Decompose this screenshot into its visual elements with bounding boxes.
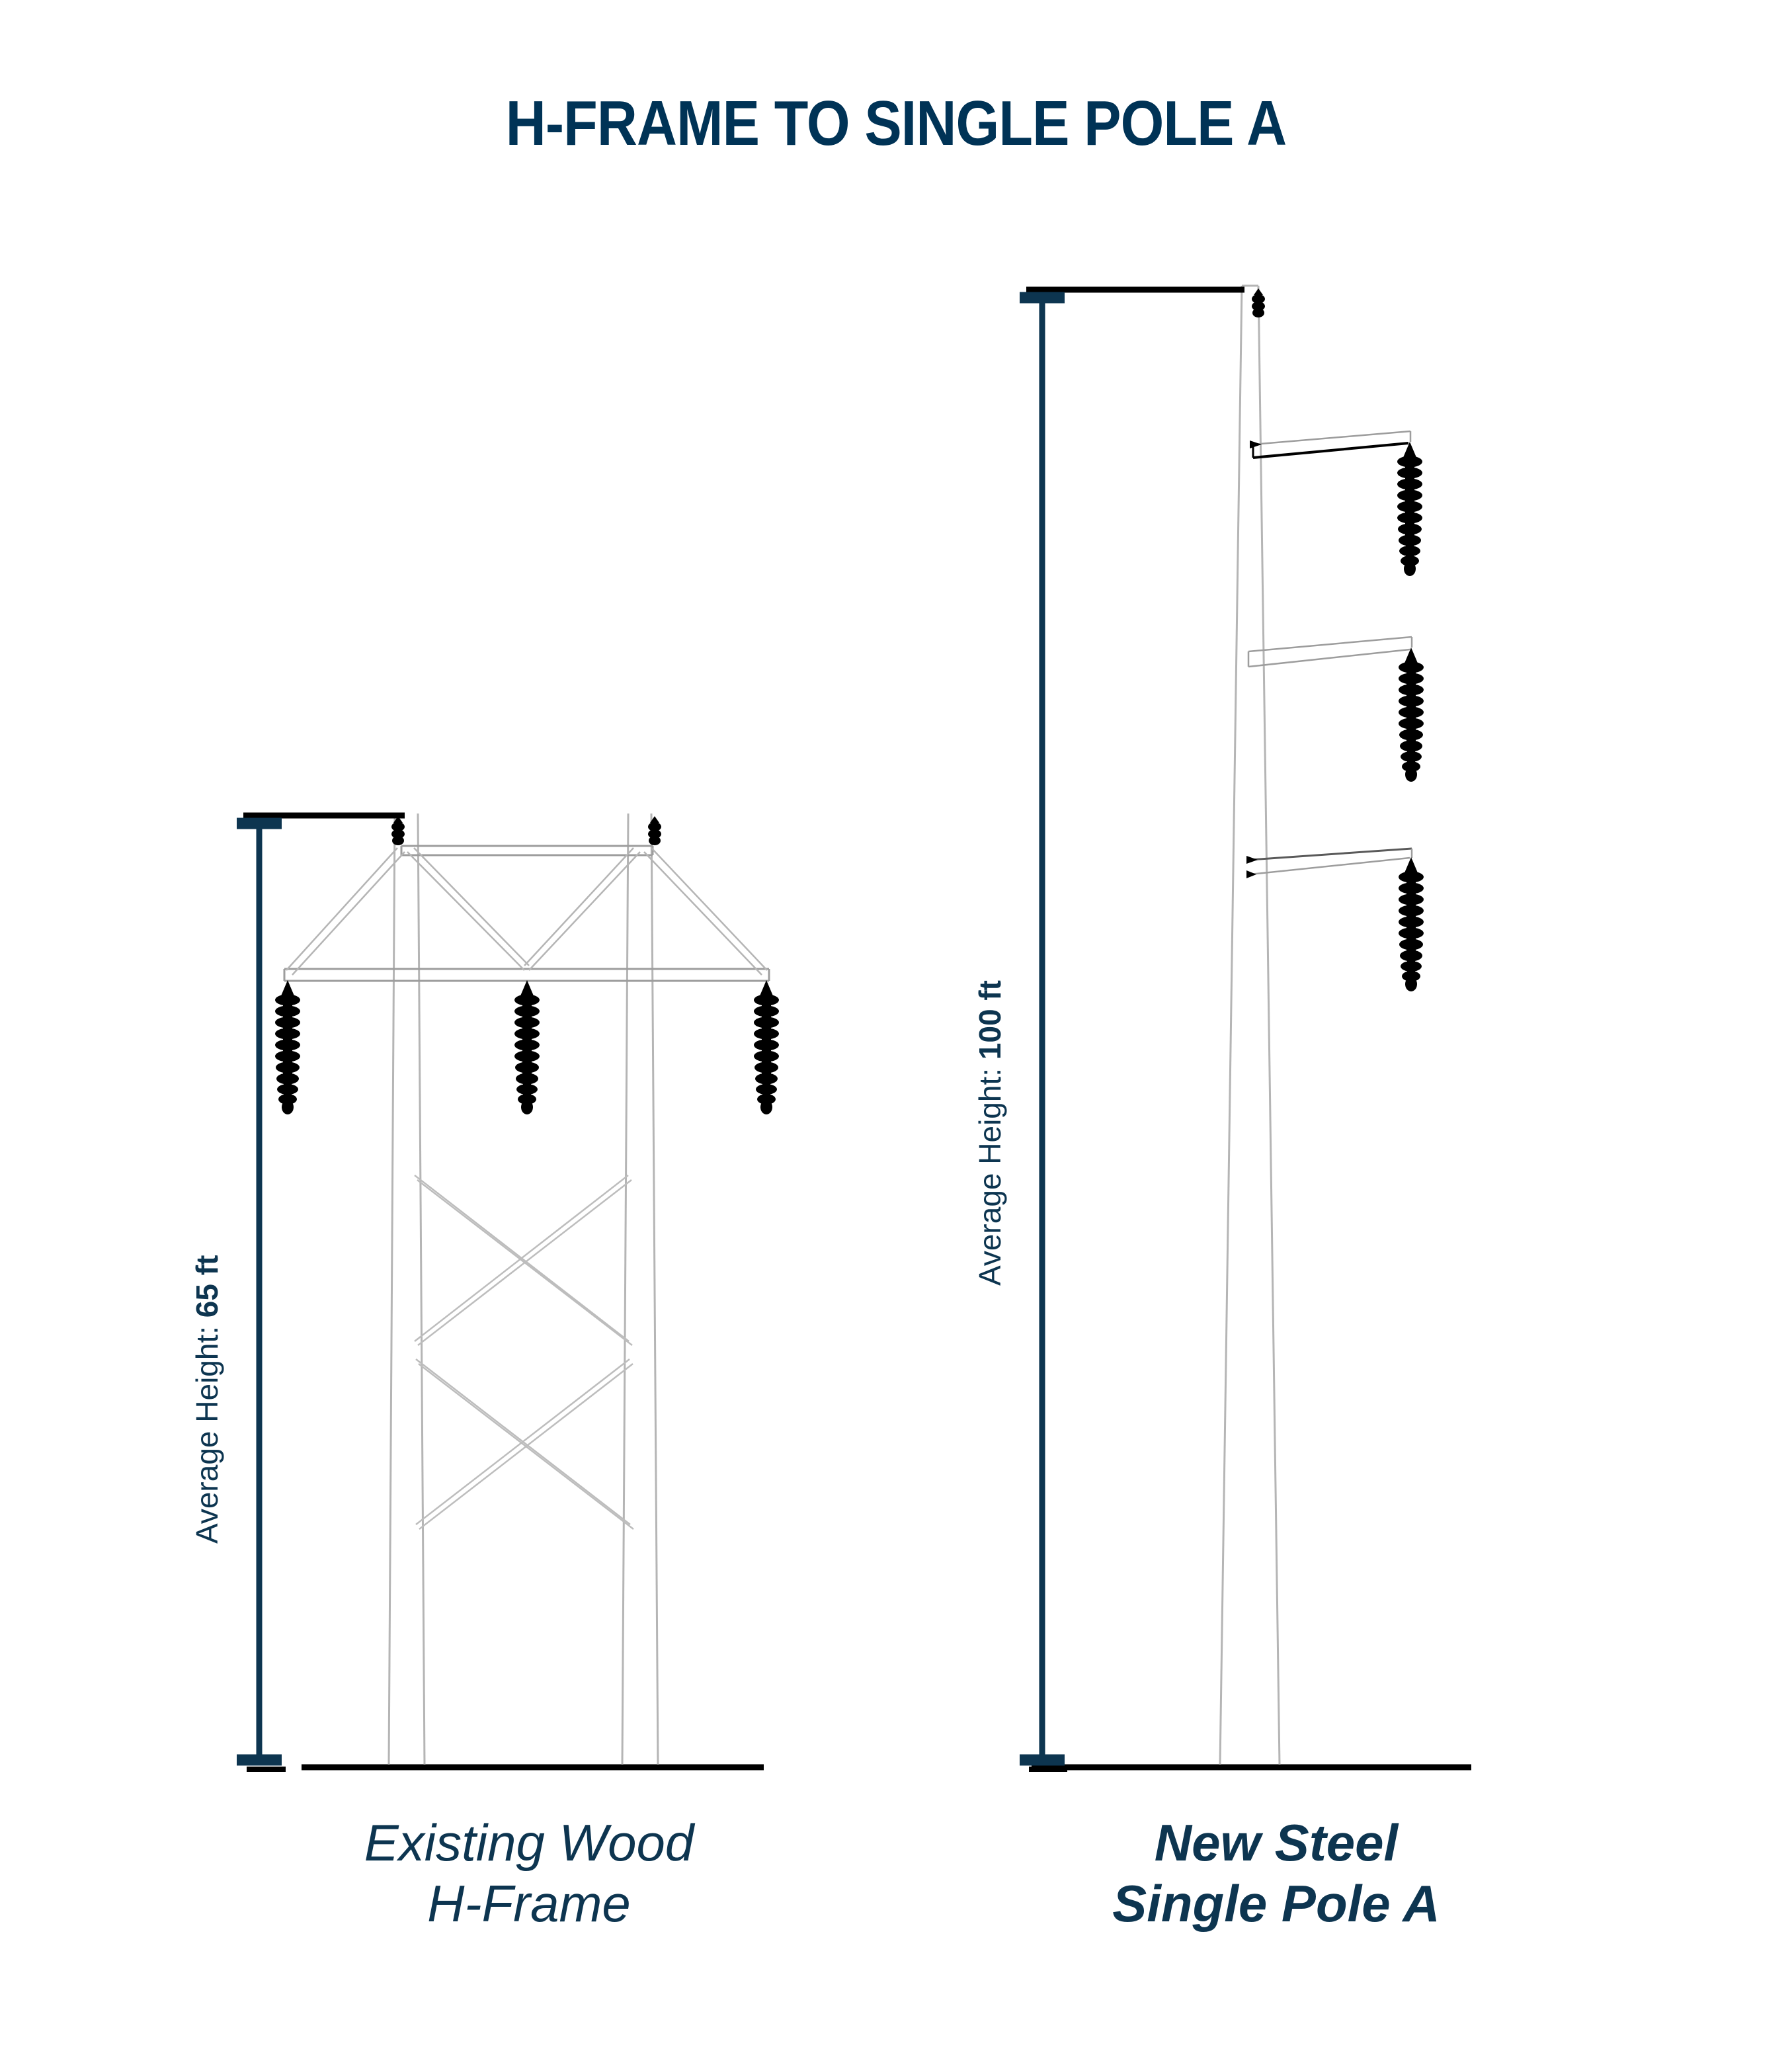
- h-frame-peak-fitting-right: [648, 816, 661, 845]
- h-frame-x-brace-upper: [414, 1175, 633, 1346]
- steel-pole-height-prefix: Average Height:: [973, 1060, 1007, 1286]
- h-frame-pole-left: [387, 813, 426, 1765]
- steel-insulator-3: [1399, 857, 1424, 991]
- h-frame-x-brace-lower: [415, 1358, 634, 1530]
- caption-existing-wood-h-frame: Existing Wood H-Frame: [364, 1814, 694, 1933]
- h-frame-dimension-line: [237, 817, 282, 1766]
- h-frame-height-label: Average Height: 65 ft: [189, 1255, 225, 1544]
- steel-pole-height-value: 100 ft: [973, 980, 1007, 1060]
- steel-pole-arm-2: [1247, 636, 1413, 668]
- h-frame-insulator-left: [275, 980, 300, 1114]
- caption-new-steel-single-pole: New Steel Single Pole A: [1112, 1814, 1440, 1933]
- steel-pole-arm-1: [1250, 430, 1412, 459]
- steel-pole-arm-3: [1246, 847, 1413, 878]
- h-frame-upper-crossarm: [400, 845, 654, 856]
- steel-dimension-line: [1020, 292, 1065, 1766]
- steel-single-pole-structure: [1020, 284, 1424, 1772]
- h-frame-pole-right: [621, 813, 659, 1765]
- h-frame-peak-fitting-left: [391, 816, 405, 845]
- h-frame-height-value: 65 ft: [190, 1255, 224, 1318]
- page-title: H-FRAME TO SINGLE POLE A: [505, 88, 1287, 159]
- h-frame-diagonal-braces: [286, 847, 768, 976]
- h-frame-insulator-right: [754, 980, 779, 1114]
- steel-pole-peak-fitting: [1252, 288, 1265, 317]
- h-frame-lower-crossarm: [283, 968, 770, 982]
- steel-insulator-1: [1397, 442, 1422, 576]
- h-frame-insulator-center: [514, 980, 540, 1114]
- wood-h-frame-structure: [237, 812, 779, 1772]
- steel-insulator-2: [1399, 648, 1424, 782]
- h-frame-height-prefix: Average Height:: [190, 1317, 224, 1544]
- steel-pole-height-label: Average Height: 100 ft: [972, 980, 1008, 1286]
- steel-pole-shaft: [1219, 284, 1281, 1765]
